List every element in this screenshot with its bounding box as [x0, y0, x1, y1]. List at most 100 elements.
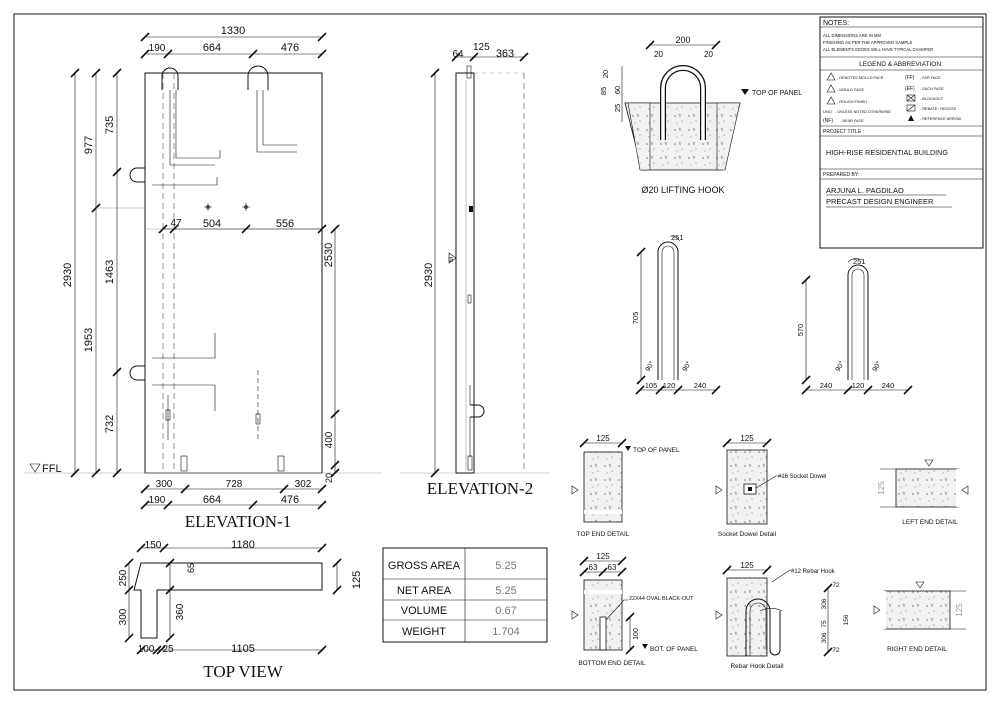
legend-abbr: (NF) [823, 118, 833, 124]
detail-label: Rebar Hook Detail [730, 663, 784, 670]
dim-text: 90° [834, 360, 846, 373]
table-value: 1.704 [492, 626, 520, 638]
dim-text: 64 [452, 49, 464, 60]
lifting-hook [247, 65, 269, 90]
dim-text: 72 [832, 647, 840, 654]
dim-text: 75 [821, 620, 828, 628]
dim-text: 476 [281, 42, 299, 54]
dim-text: 664 [203, 42, 221, 54]
detail-note: #16 Socket Dowel [778, 474, 826, 480]
top-end-detail: 125 TOP OF PANEL TOP END DETAIL [571, 434, 680, 538]
dim-text: 306 [821, 598, 828, 609]
prepared-role: PRECAST DESIGN ENGINEER [826, 197, 934, 206]
dim-text: 20 [324, 473, 334, 483]
dim-text: 300 [118, 608, 129, 625]
detail-label: RIGHT END DETAIL [887, 646, 947, 653]
mould-face-icon [924, 459, 934, 467]
dim-text: 240 [694, 381, 707, 390]
dim-text: 25 [162, 644, 174, 655]
panel-outline [144, 72, 323, 474]
detail-label: LEFT END DETAIL [902, 519, 958, 526]
project-title: HIGH-RISE RESIDENTIAL BUILDING [826, 148, 948, 157]
rebar-hook [129, 365, 145, 381]
project-title-label: PROJECT TITLE : [823, 129, 864, 135]
dim-text: 20 [704, 50, 713, 59]
legend-item: - UNLESS NOTED OTHERWISE [835, 110, 891, 114]
legend-abbr: UNO [823, 109, 832, 114]
note-line: FINISHING AS PER THE APPROVED SAMPLE [823, 40, 912, 45]
dim-text: 63 [589, 563, 598, 572]
dim-text: 47 [170, 218, 182, 229]
dim-text: 570 [796, 324, 805, 337]
legend-item: - ROUGH FINISH [837, 100, 867, 104]
ffl-label: FFL [42, 463, 62, 475]
legend-item: - BLOCKOUT [920, 97, 944, 101]
elevation-1: FFL 1330 190 664 476 [24, 25, 382, 531]
top-view-outline [133, 562, 323, 639]
dim-text: 190 [149, 43, 166, 54]
detail-note: TOP OF PANEL [633, 447, 680, 454]
dim-text: 125 [740, 561, 754, 570]
top-view-label: TOP VIEW [203, 662, 283, 681]
mould-face-icon [571, 485, 579, 495]
dim-text: 977 [83, 136, 95, 154]
prepared-label: PREPARED BY: [823, 172, 859, 178]
rough-finish-icon [826, 96, 836, 105]
dim-text: 190 [149, 495, 166, 506]
table-label: GROSS AREA [388, 560, 461, 572]
dim-text: 504 [203, 218, 221, 230]
dim-text: 100 [633, 628, 640, 640]
table-value: 5.25 [495, 560, 516, 572]
dim-text: 300 [156, 479, 173, 490]
legend-title: LEGEND & ABBREVIATION: [859, 61, 943, 68]
dim-text: 65 [186, 563, 196, 573]
dim-text: 156 [843, 614, 850, 625]
rebar-hook-detail: 125 #12 Rebar Hook 72 306 75 306 156 72 … [715, 561, 850, 670]
legend-item: - REFERENCE ARROW [920, 117, 962, 121]
title-block: NOTES: ALL DIMENSIONS ARE IN MM FINISHIN… [819, 16, 984, 249]
blockout-icon [906, 94, 916, 102]
dim-text: 125 [877, 481, 886, 495]
dim-text: 1180 [231, 539, 255, 551]
note-line: ALL ELEMENTS EDGES WILL HAVE TYPICAL CHA… [823, 47, 933, 52]
right-end-detail: 125 RIGHT END DETAIL [873, 581, 966, 653]
dim-text: 2530 [323, 243, 335, 267]
mould-face-icon [448, 252, 457, 264]
dim-text: 200 [675, 35, 690, 45]
hook-a-detail: 251 705 90° 90° 105 120 240 [631, 233, 721, 395]
dim-text: 1330 [221, 25, 245, 37]
dim-text: 125 [473, 42, 490, 53]
dim-text: 240 [882, 381, 895, 390]
dim-text: 90° [644, 360, 656, 373]
dim-text: 85 [599, 87, 608, 95]
dim-text: 705 [631, 312, 640, 325]
dim-text: 120 [852, 381, 865, 390]
dim-text: 25 [613, 104, 622, 112]
left-end-detail: 125 LEFT END DETAIL [877, 459, 969, 526]
legend-item: - MOULD FACE [837, 88, 864, 92]
dim-text: 120 [663, 381, 676, 390]
detail-label: TOP END DETAIL [577, 531, 630, 538]
dim-text: 100 [138, 644, 155, 655]
detail-note: BOT. OF PANEL [650, 646, 698, 653]
dim-text: 476 [281, 494, 299, 506]
elevation-1-label: ELEVATION-1 [185, 512, 291, 531]
legend-abbr: (EF) [905, 86, 915, 92]
reference-arrow-icon [908, 115, 914, 121]
table-value: 0.67 [495, 605, 516, 617]
dim-text: 63 [608, 563, 617, 572]
dim-text: 251 [671, 233, 684, 242]
dim-text: 1105 [231, 643, 255, 655]
dim-text: 150 [145, 540, 162, 551]
table-label: NET AREA [397, 585, 452, 597]
dim-text: 60 [613, 86, 622, 94]
table-label: WEIGHT [402, 626, 446, 638]
area-table: GROSS AREA 5.25 NET AREA 5.25 VOLUME 0.6… [382, 547, 548, 643]
dim-text: 400 [324, 431, 335, 448]
dim-text: 251 [853, 257, 866, 266]
dim-text: 125 [596, 434, 610, 443]
mould-face-icon [571, 610, 579, 620]
dim-text: 302 [295, 479, 312, 490]
prepared-name: ARJUNA L. PAGDILAO [826, 186, 904, 195]
notes-title: NOTES: [823, 20, 849, 27]
